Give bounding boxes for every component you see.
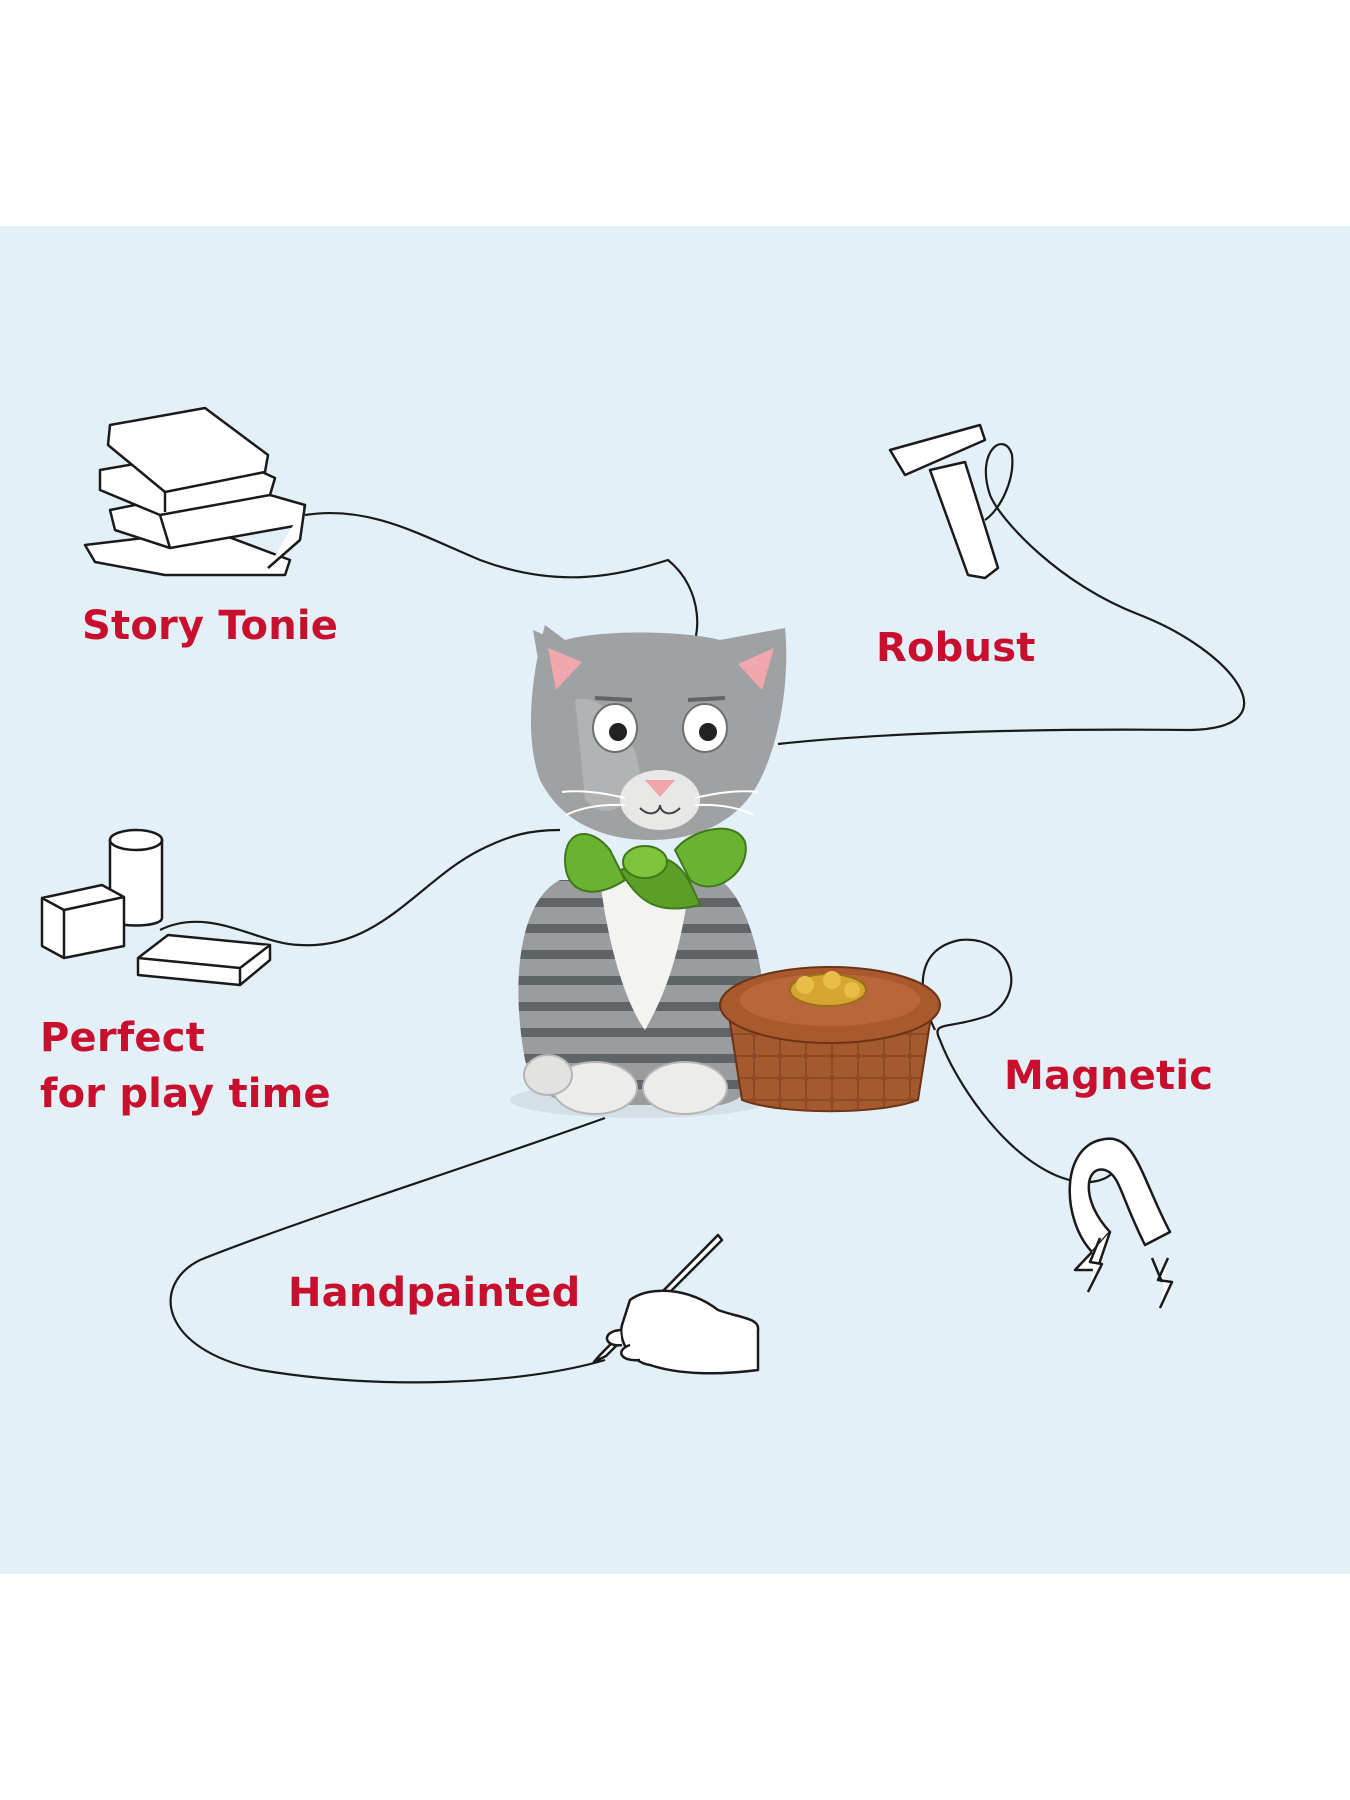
blocks-icon bbox=[40, 828, 272, 987]
connector-lines bbox=[159, 443, 1245, 1384]
feature-label-magnetic: Magnetic bbox=[1004, 1053, 1214, 1099]
hammer-icon bbox=[888, 423, 1000, 580]
feature-label-handpainted: Handpainted bbox=[288, 1270, 581, 1316]
painting-hand-icon bbox=[592, 1233, 760, 1375]
magnet-icon bbox=[1068, 1137, 1174, 1309]
feature-label-robust: Robust bbox=[876, 625, 1036, 671]
books-icon bbox=[83, 406, 307, 577]
feature-label-perfect-line2: for play time bbox=[40, 1071, 331, 1117]
feature-label-perfect-line1: Perfect bbox=[40, 1015, 205, 1061]
feature-label-perfect: Perfect for play time bbox=[40, 1010, 331, 1122]
cat-figurine bbox=[510, 625, 787, 1118]
feature-label-story-tonie: Story Tonie bbox=[82, 603, 339, 649]
basket-figure bbox=[719, 966, 941, 1113]
